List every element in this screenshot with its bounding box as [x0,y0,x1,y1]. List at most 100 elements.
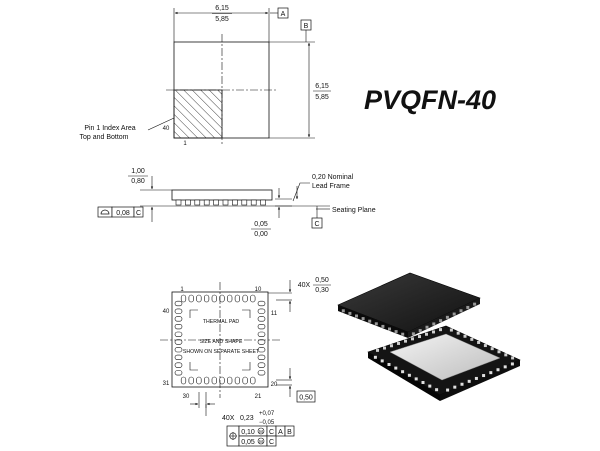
pad-top [250,294,256,303]
pad-right [257,347,266,353]
chip-bottom-lead [511,356,515,360]
pad-bottom [227,376,233,385]
pad-left [174,339,183,345]
chip-top-lead [445,315,449,319]
chip-bottom-lead [504,353,508,357]
pad-bottom [242,376,248,385]
chip-top-lead [459,309,463,313]
pad-left [174,354,183,361]
pad-left [174,362,183,368]
pad-left [174,308,183,314]
chip-bottom-lead [497,350,501,354]
chip-bottom-lead [510,362,514,366]
chip-bottom-lead [446,388,450,392]
pad-top [242,294,248,303]
side-lead [222,199,229,206]
side-height-min: 0,80 [131,178,145,185]
side-lead [203,199,210,206]
length-count: 40X [298,282,311,289]
chip-top-lead [466,305,470,309]
bottom-view: THERMAL PAD SIZE AND SHAPE SHOWN ON SEPA… [160,277,331,447]
chip-photo-top [337,272,481,338]
pad-right [257,370,266,376]
chip-top-lead [355,314,358,318]
bottom-pin-10: 10 [255,287,262,293]
bottom-pads [174,294,266,385]
chip-bottom-lead [394,366,398,370]
chip-bottom-lead [411,337,414,341]
standoff-max: 0,05 [254,221,268,228]
chip-top-lead [381,324,385,328]
bottom-pin-1: 1 [180,287,184,293]
chip-top-lead [473,302,477,306]
bottom-pin-30: 30 [183,394,190,400]
size-shape-line1: SIZE AND SHAPE [200,339,243,345]
pad-top [180,294,187,303]
pad-bottom [196,376,202,385]
thermal-pad-corner [189,309,198,318]
pad-right [257,354,266,361]
chip-bottom-lead [456,331,460,335]
side-lead [260,199,266,206]
pad-right [257,331,266,337]
pad-bottom [250,376,256,385]
chip-bottom-lead [496,368,500,372]
chip-bottom-lead [467,379,471,383]
chip-top-lead [401,332,405,336]
pad-left [174,370,183,376]
chip-top-face [337,272,481,333]
bottom-pin-40: 40 [163,309,170,315]
pad-bottom [204,376,210,385]
top-height-max: 6,15 [315,83,329,90]
chip-top-lead [394,330,398,334]
profile-surface-icon [100,209,110,215]
side-lead [213,199,219,206]
flatness-datum: C [136,210,141,217]
pad-top [188,294,194,303]
chip-bottom-lead [463,334,467,338]
pin1-label-line1: Pin 1 Index Area [84,125,135,132]
chip-bottom-lead [477,340,481,344]
chip-bottom-lead [428,384,432,388]
chip-bottom-lead [373,355,377,359]
pad-left [174,300,183,307]
exposed-thermal-pad [389,333,501,381]
pad-bottom [188,376,194,385]
chip-bottom-lead [490,347,494,351]
pad-top [227,294,233,303]
pitch-box [296,390,316,403]
chip-bottom-lead [401,370,405,374]
length-max: 0,50 [315,277,329,284]
datum-b: B [304,23,309,30]
chip-top-lead [425,325,429,329]
chip-bottom-lead [414,377,418,381]
fcf1-modifier: M [259,429,263,434]
chip-top-lead [452,312,456,316]
fcf2-value: 0,05 [241,439,255,446]
chip-bottom-lead [380,359,384,363]
pad-right [257,316,266,322]
chip-bottom-lead [421,381,425,384]
chip-bottom-lead [483,344,487,348]
pitch-value: 0,50 [299,395,313,402]
pad-right [257,300,266,307]
chip-bottom-lead [453,385,457,389]
side-lead [241,199,248,206]
pad-top [234,294,241,303]
bottom-pin-11: 11 [271,311,278,317]
chip-bottom-lead [376,348,379,352]
datum-c-box [311,217,323,229]
chip-top-leads [341,302,477,336]
side-view: 1,00 0,80 0,08 C 0,20 Nominal Lead Frame… [97,168,376,238]
chip-bottom-lead [439,328,442,332]
top-view: 6,15 5,85 A B 6,15 5,85 Pin 1 Index Area… [79,5,331,147]
chip-bottom-lead [397,341,400,345]
flatness-frame: 0,08 C [97,206,144,218]
fcf1-datum1: C [269,429,274,436]
pad-top [196,294,202,303]
fcf2-modifier: M [259,439,263,444]
chip-top-lead [374,322,378,326]
pin1-label-line2: Top and Bottom [79,134,128,141]
